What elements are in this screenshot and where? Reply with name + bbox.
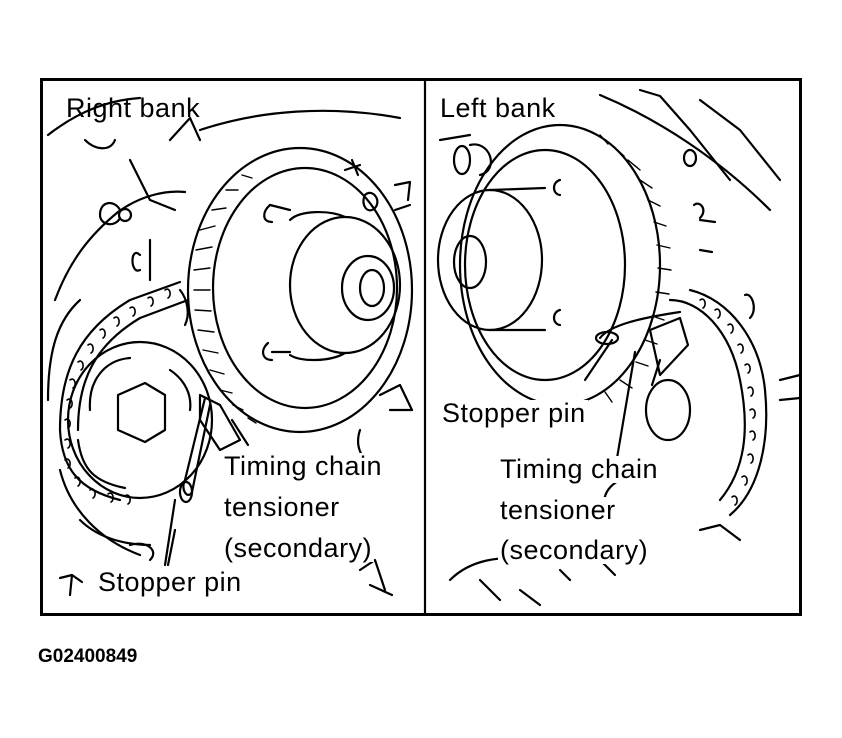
right-tensioner-label-line1: Timing chain bbox=[222, 451, 385, 481]
diagram-frame bbox=[40, 78, 802, 616]
right-bank-title: Right bank bbox=[66, 93, 201, 123]
left-tensioner-label-line1: Timing chain bbox=[498, 454, 661, 484]
left-bank-title: Left bank bbox=[440, 93, 556, 123]
figure-code: G02400849 bbox=[38, 646, 138, 667]
right-tensioner-label-line2: tensioner bbox=[222, 492, 342, 522]
right-stopper-pin-label: Stopper pin bbox=[96, 567, 244, 597]
right-tensioner-label-line3: (secondary) bbox=[222, 533, 375, 563]
left-tensioner-label-line3: (secondary) bbox=[498, 535, 651, 565]
right-bank-drawing bbox=[46, 96, 414, 597]
left-bank-drawing bbox=[436, 88, 802, 607]
left-tensioner-label-line2: tensioner bbox=[498, 495, 618, 525]
left-stopper-pin-label: Stopper pin bbox=[440, 398, 588, 428]
